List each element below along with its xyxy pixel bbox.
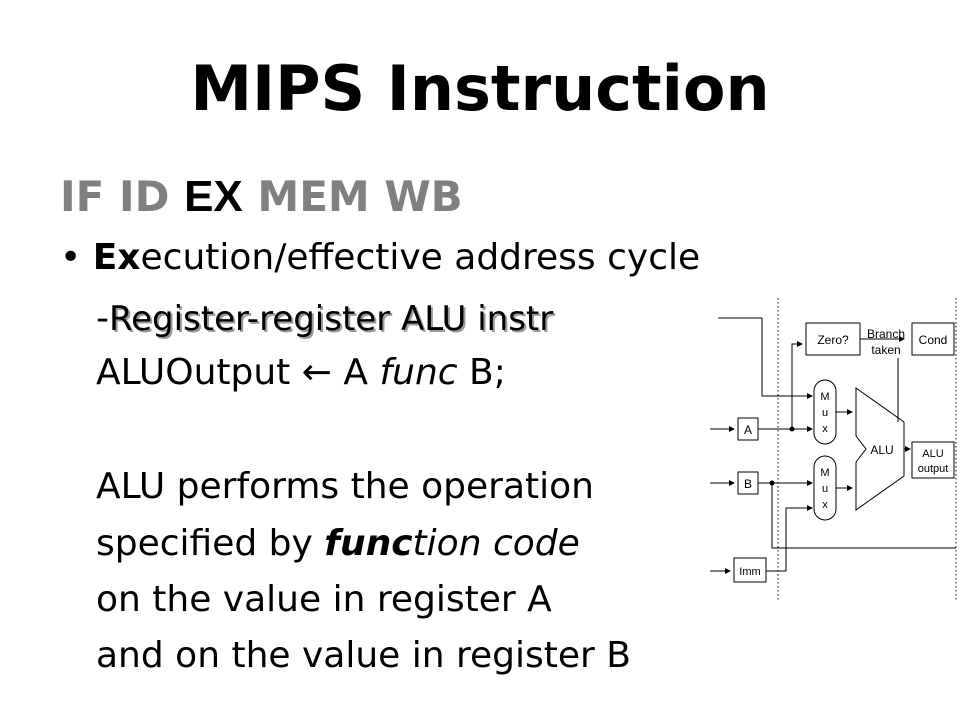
- register-b-label: B: [744, 477, 752, 491]
- mux-top-x: x: [822, 423, 828, 435]
- formula-b: B;: [469, 352, 506, 393]
- stage-if: IF: [60, 172, 105, 221]
- subheading-text: Register-register ALU instr: [109, 299, 554, 339]
- formula-arrow: ←: [301, 352, 332, 393]
- mux-bottom-m: M: [820, 467, 829, 479]
- desc-line-2-pre: specified by: [96, 523, 313, 564]
- bullet-text: ecution/effective address cycle: [140, 237, 701, 278]
- alu-unit: [855, 387, 905, 511]
- formula-lhs: ALUOutput: [96, 352, 291, 393]
- stage-ex: EX: [184, 172, 243, 221]
- alu-output-box: [911, 441, 955, 479]
- stage-id: ID: [118, 172, 170, 221]
- ex-stage-diagram: Zero? Branch taken Cond A B Imm M u x M …: [710, 298, 957, 601]
- stage-mem: MEM: [257, 172, 370, 221]
- cond-label: Cond: [919, 333, 948, 347]
- stage-wb: WB: [384, 172, 463, 221]
- alu-output-label-2: output: [918, 463, 949, 475]
- subheading: -Register-register ALU instr: [96, 298, 553, 339]
- mux-top-u: u: [822, 407, 828, 419]
- imm-label: Imm: [739, 566, 760, 578]
- formula-func: func: [379, 352, 458, 393]
- branch-label: Branch: [867, 327, 905, 341]
- bullet-line: • Execution/effective address cycle: [60, 237, 700, 278]
- alu-label: ALU: [870, 443, 893, 457]
- desc-line-2: specified by function code: [96, 523, 580, 564]
- cond-box: [911, 322, 955, 356]
- slide-title: MIPS Instruction: [190, 52, 770, 125]
- mux-bottom-x: x: [822, 499, 828, 511]
- formula-line: ALUOutput ← A func B;: [96, 352, 506, 393]
- subheading-dash: -: [96, 298, 109, 339]
- alu-output-label-1: ALU: [922, 448, 943, 460]
- desc-line-1: ALU performs the operation: [96, 466, 594, 507]
- imm-box: [733, 557, 767, 583]
- desc-line-2-ital: tion code: [412, 523, 580, 564]
- mux-top-m: M: [820, 391, 829, 403]
- taken-label: taken: [871, 343, 900, 357]
- mux-bottom-u: u: [822, 483, 828, 495]
- pipeline-stages: IF ID EX MEM WB: [60, 172, 463, 222]
- desc-line-3: on the value in register A: [96, 579, 552, 620]
- bullet-dot: •: [60, 237, 82, 278]
- desc-line-2-bold: func: [324, 523, 413, 564]
- desc-line-4: and on the value in register B: [96, 635, 631, 676]
- zero-label: Zero?: [817, 333, 849, 347]
- formula-a: A: [343, 352, 369, 393]
- bullet-bold: Ex: [92, 237, 141, 278]
- register-a-label: A: [744, 423, 752, 437]
